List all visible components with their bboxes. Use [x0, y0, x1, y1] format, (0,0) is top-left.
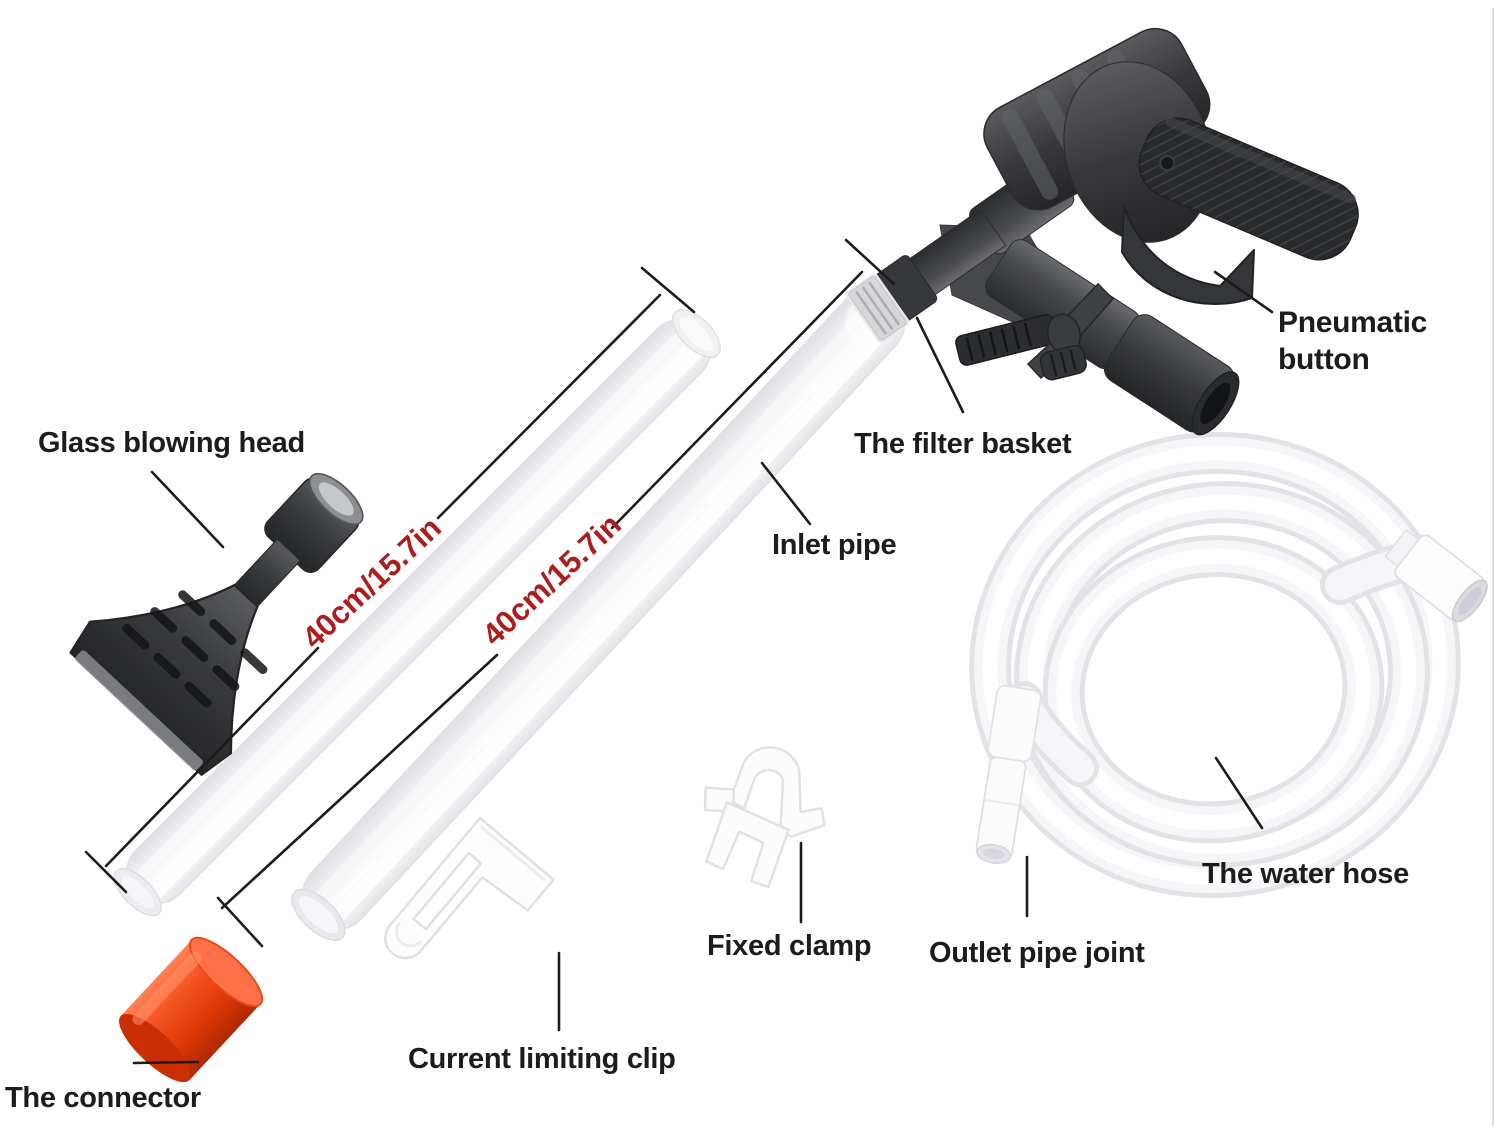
water-hose-coil: [969, 431, 1461, 899]
valve-assembly: [955, 282, 1115, 381]
outlet-pipe-joint-part: [975, 684, 1042, 864]
current-limiting-clip-part: [384, 816, 555, 960]
label-inlet-pipe: Inlet pipe: [772, 529, 897, 561]
leader-lines: [132, 270, 1274, 1065]
hose-end-connector: [1384, 528, 1488, 623]
label-pneumatic-button: Pneumatic button: [1278, 306, 1428, 376]
label-water-hose: The water hose: [1202, 858, 1409, 890]
gun-grip: [1138, 117, 1359, 261]
label-current-limiting-clip: Current limiting clip: [408, 1043, 676, 1075]
label-connector: The connector: [5, 1082, 201, 1114]
dimension-lines: [84, 238, 896, 948]
label-outlet-pipe-joint: Outlet pipe joint: [929, 937, 1145, 969]
label-fixed-clamp: Fixed clamp: [707, 930, 872, 962]
connector-part: [119, 936, 264, 1083]
glass-blowing-head-part: [69, 472, 364, 776]
pneumatic-gun: [845, 27, 1359, 436]
fixed-clamp-part: [703, 746, 826, 889]
inlet-pipe-tube: [291, 288, 906, 941]
label-filter-basket: The filter basket: [854, 428, 1072, 460]
label-glass-blowing-head: Glass blowing head: [38, 427, 305, 459]
extension-tube: [113, 309, 721, 917]
